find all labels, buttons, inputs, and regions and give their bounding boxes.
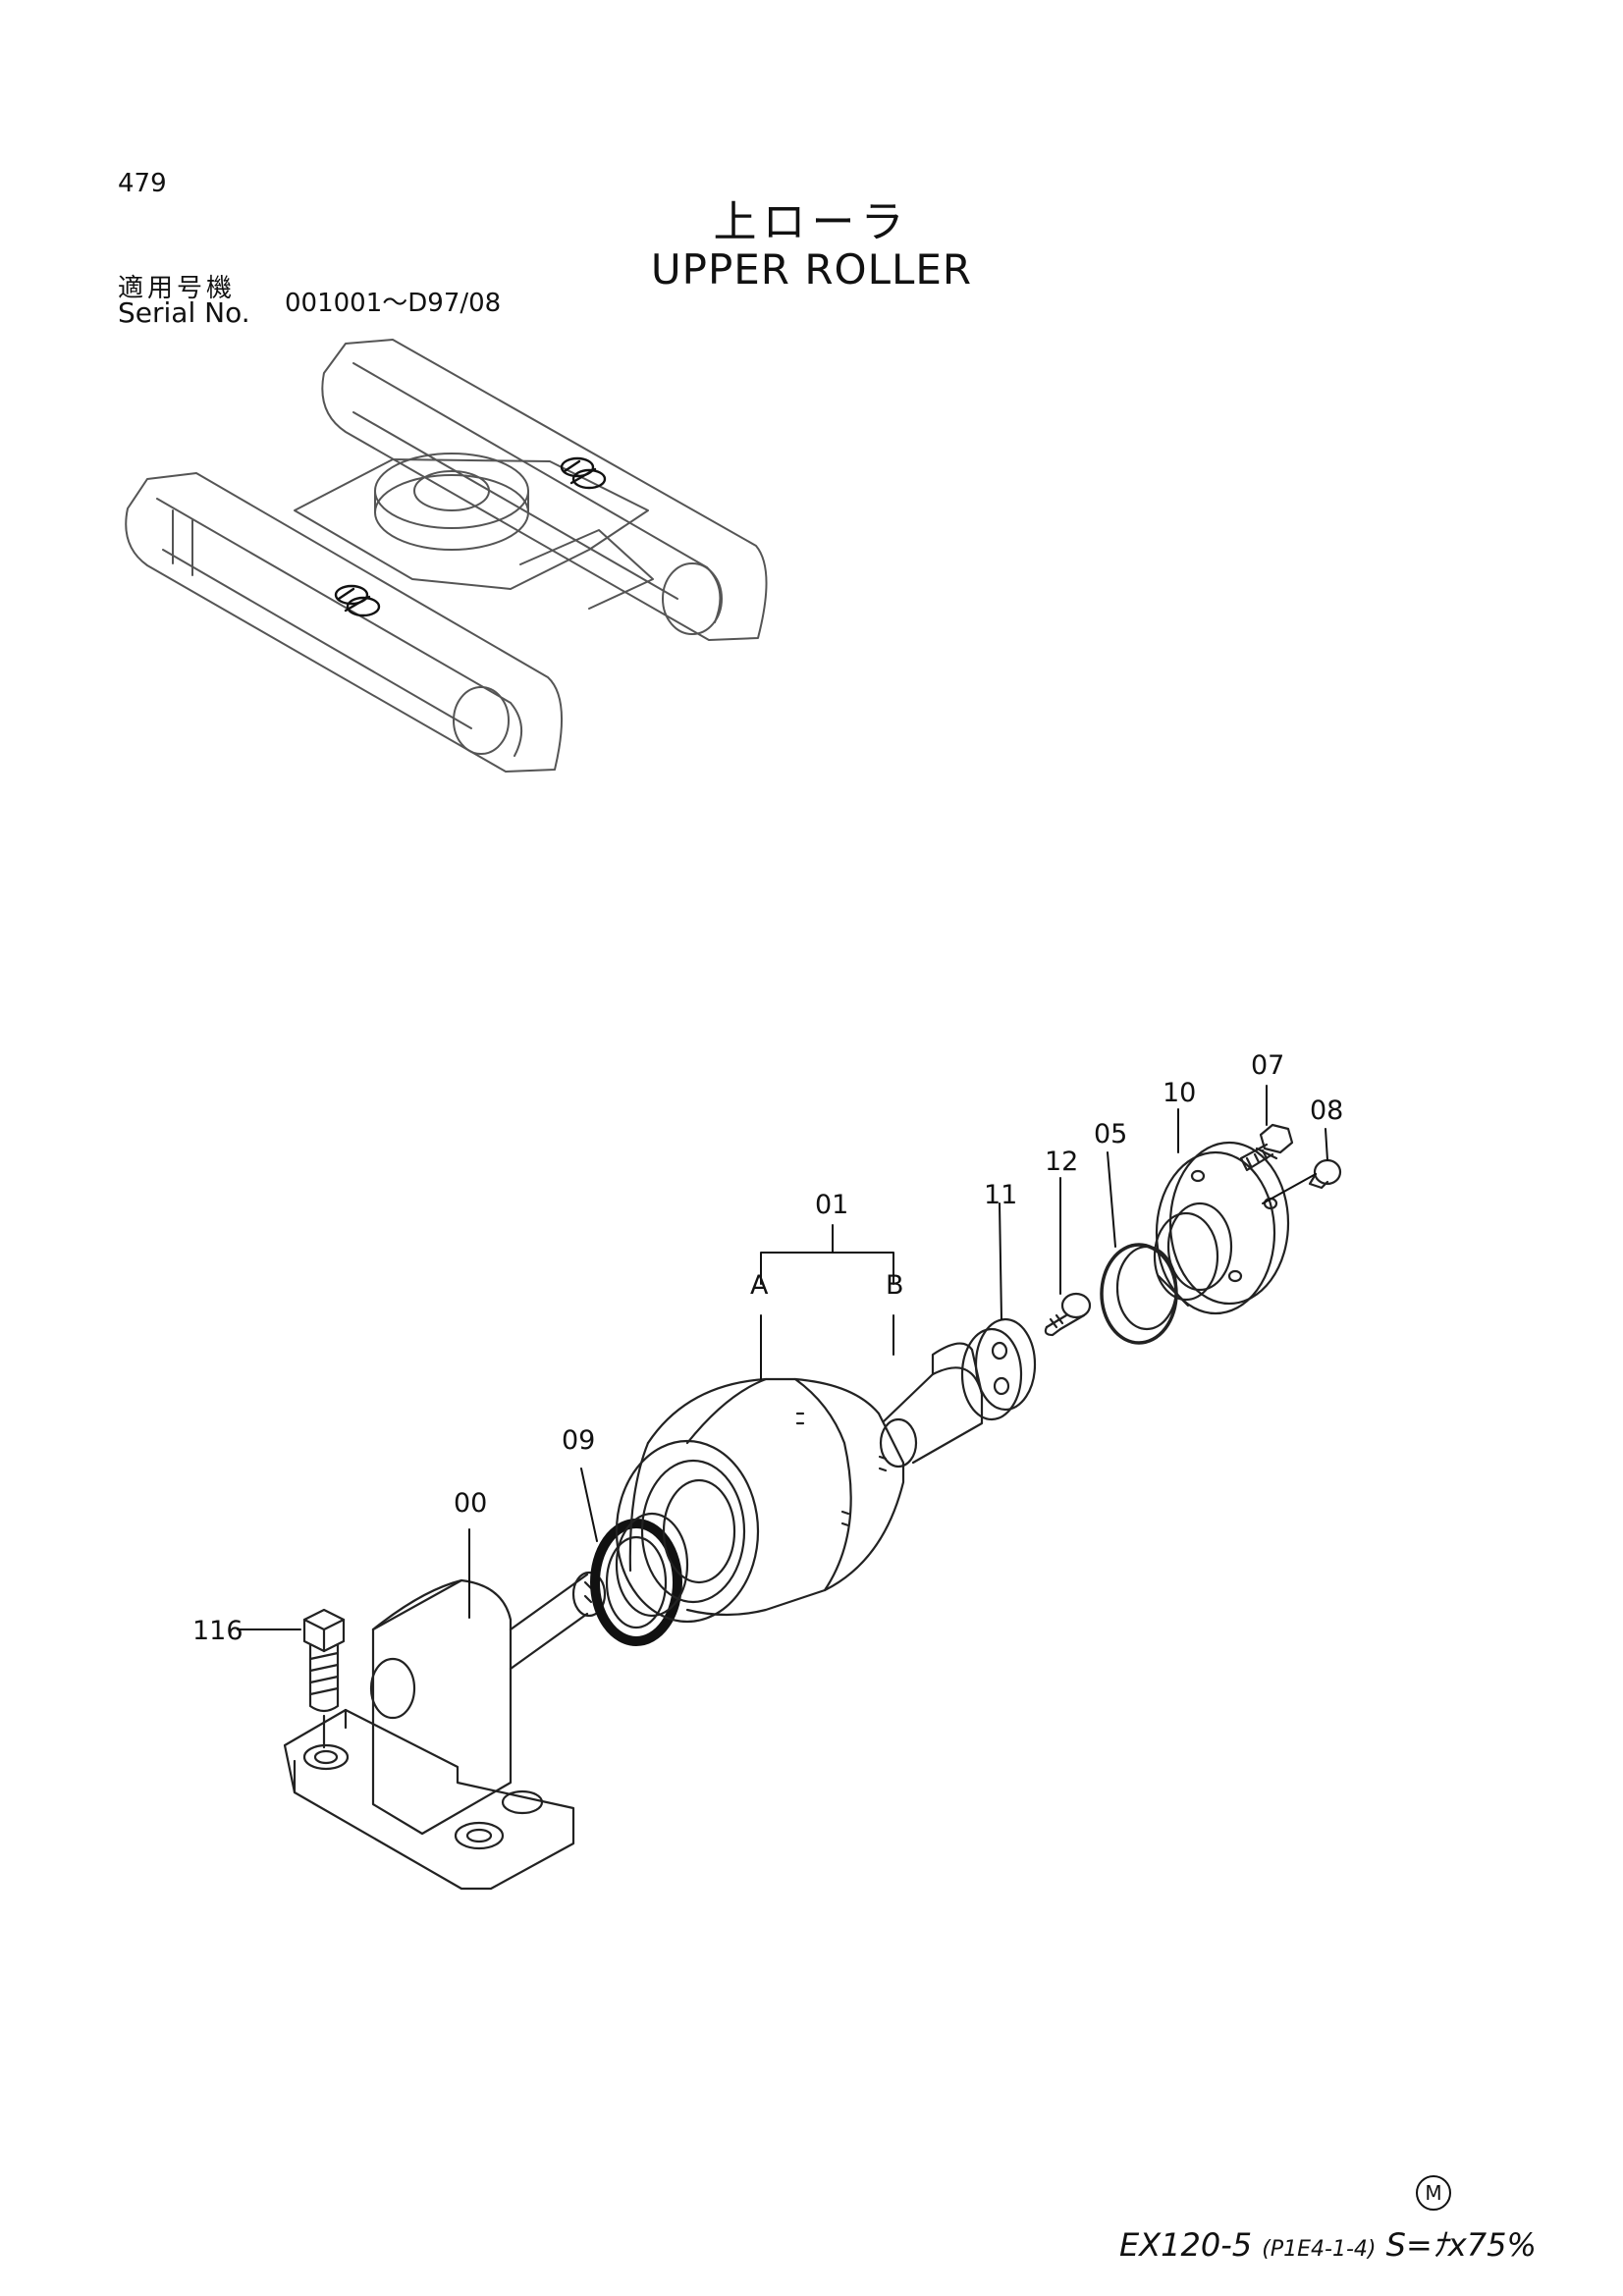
footer-scale: S=ﾅx75% xyxy=(1385,2226,1537,2264)
roller-body-part-01 xyxy=(615,1377,905,1624)
callout-09: 09 xyxy=(562,1425,595,1456)
leader-lines xyxy=(237,1085,1328,1630)
callout-b: B xyxy=(886,1270,904,1301)
bracket-part-00 xyxy=(283,1571,607,1891)
title-japanese: 上ローラ xyxy=(713,197,910,247)
callout-a: A xyxy=(750,1270,769,1301)
footer-reference: EX120-5 (P1E4-1-4) S=ﾅx75% xyxy=(1119,2220,1537,2266)
thrust-plate-part-11 xyxy=(960,1317,1037,1421)
callout-labels: 00 01 A B 05 07 08 09 10 11 12 116 xyxy=(192,1050,1343,1646)
undercarriage-overview xyxy=(125,339,768,773)
seal-part-09 xyxy=(590,1512,689,1646)
callout-07: 07 xyxy=(1251,1050,1284,1081)
callout-01: 01 xyxy=(815,1190,848,1220)
callout-00: 00 xyxy=(454,1488,487,1519)
serial-label-japanese: 適用号機 xyxy=(118,274,237,303)
o-ring-part-05 xyxy=(1100,1243,1178,1345)
callout-12: 12 xyxy=(1045,1147,1078,1177)
m-mark-icon: M xyxy=(1416,2175,1451,2211)
page-number: 479 xyxy=(118,169,167,198)
footer-ref-code: (P1E4-1-4) xyxy=(1262,2237,1377,2262)
callout-116: 116 xyxy=(192,1616,243,1646)
title-english: UPPER ROLLER xyxy=(650,245,973,294)
callout-05: 05 xyxy=(1094,1119,1127,1149)
callout-10: 10 xyxy=(1163,1078,1196,1108)
screw-part-12 xyxy=(1044,1292,1092,1337)
footer-model: EX120-5 xyxy=(1119,2226,1253,2264)
serial-label-english: Serial No. xyxy=(118,296,250,329)
serial-range: 001001～D97/08 xyxy=(285,289,502,318)
callout-08: 08 xyxy=(1310,1095,1343,1126)
cover-part-10 xyxy=(1153,1141,1290,1315)
bolt-part-116 xyxy=(302,1608,346,1749)
bolt-part-07 xyxy=(1239,1123,1294,1172)
callout-11: 11 xyxy=(984,1180,1017,1210)
